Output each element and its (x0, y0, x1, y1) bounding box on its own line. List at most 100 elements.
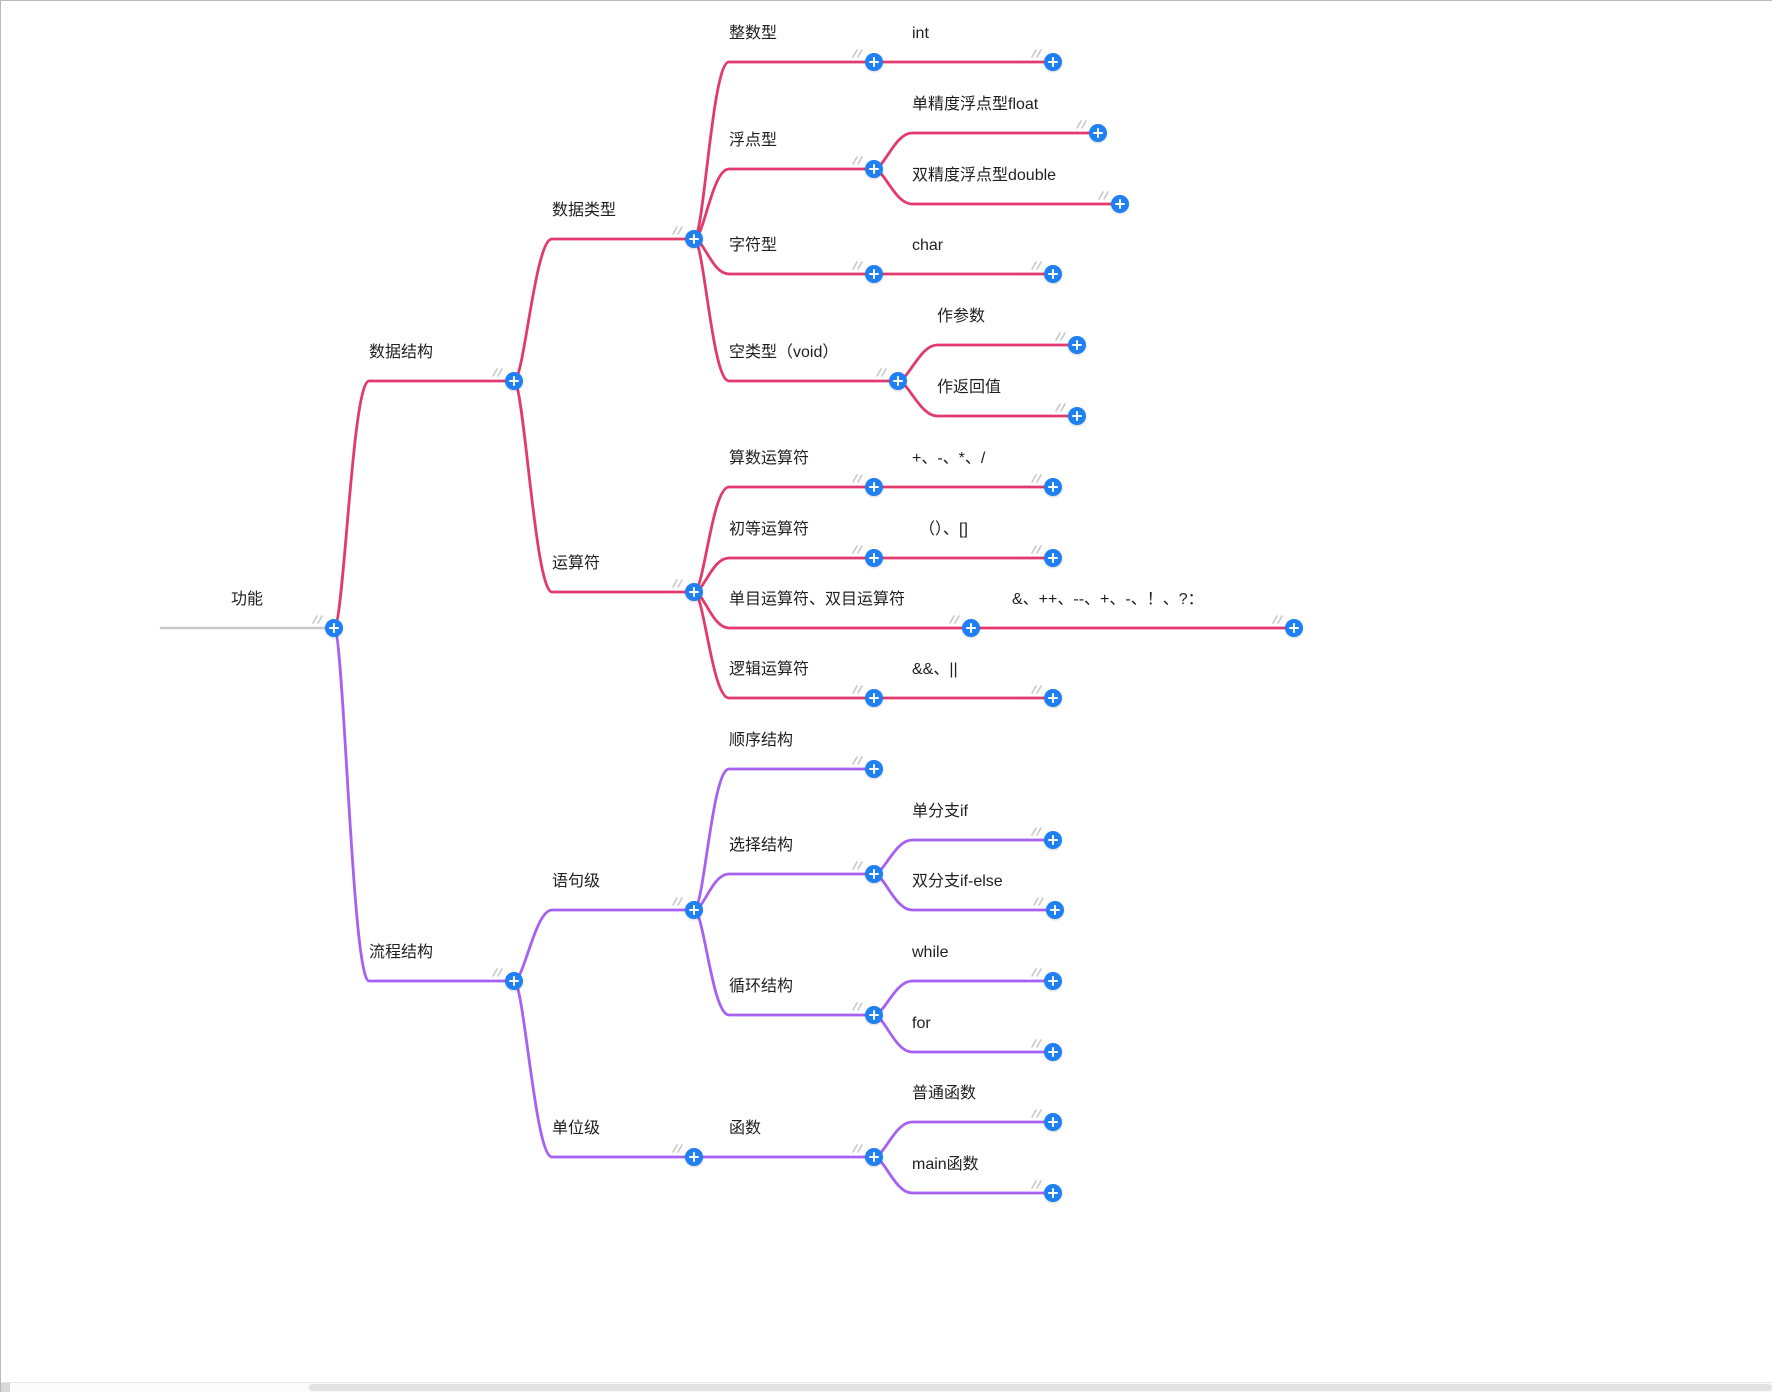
plus-icon (865, 478, 883, 496)
expand-button-statement-level[interactable] (685, 901, 703, 919)
node-label-if-else[interactable]: 双分支if-else (912, 873, 1003, 890)
expand-button-as-return-value[interactable] (1068, 407, 1086, 425)
expand-button-flow-structure[interactable] (505, 972, 523, 990)
node-label-unit-level[interactable]: 单位级 (552, 1120, 601, 1137)
plus-icon (1044, 265, 1062, 283)
branch-while (872, 979, 1055, 1017)
branch-flow-structure (332, 626, 516, 983)
expand-button-unary-binary-operators[interactable] (962, 619, 980, 637)
plus-icon (1111, 195, 1129, 213)
expand-button-single-if[interactable] (1044, 831, 1062, 849)
expand-button-primary-operators[interactable] (865, 549, 883, 567)
expand-button-char[interactable] (1044, 265, 1062, 283)
branch-float-single (872, 131, 1100, 171)
node-label-for[interactable]: for (912, 1015, 931, 1032)
node-label-float-type[interactable]: 浮点型 (729, 132, 778, 149)
branch-statement-level (512, 908, 696, 983)
node-label-primary-symbols[interactable]: （）、[] (919, 521, 968, 538)
node-label-statement-level[interactable]: 语句级 (552, 873, 601, 890)
plus-icon (1089, 124, 1107, 142)
expand-button-for[interactable] (1044, 1043, 1062, 1061)
node-label-operators[interactable]: 运算符 (552, 555, 601, 572)
expand-button-sequential-structure[interactable] (865, 760, 883, 778)
node-label-unary-binary-symbols[interactable]: &、++、--、+、-、！、?： (1012, 591, 1204, 608)
plus-icon (865, 760, 883, 778)
plus-icon (685, 1148, 703, 1166)
node-label-as-parameter[interactable]: 作参数 (937, 308, 986, 325)
plus-icon (685, 230, 703, 248)
node-label-data-types[interactable]: 数据类型 (552, 202, 617, 219)
node-label-data-structure[interactable]: 数据结构 (369, 344, 434, 361)
node-label-selection-structure[interactable]: 选择结构 (729, 837, 794, 854)
expand-button-unit-level[interactable] (685, 1148, 703, 1166)
scrollbar-corner (1, 1383, 10, 1392)
expand-button-function[interactable] (865, 1148, 883, 1166)
expand-button-float-double[interactable] (1111, 195, 1129, 213)
node-label-single-if[interactable]: 单分支if (912, 803, 969, 820)
expand-button-float-type[interactable] (865, 160, 883, 178)
expand-button-data-types[interactable] (685, 230, 703, 248)
node-label-logical-operators[interactable]: 逻辑运算符 (729, 661, 810, 678)
expand-button-while[interactable] (1044, 972, 1062, 990)
node-label-normal-function[interactable]: 普通函数 (912, 1085, 977, 1102)
node-label-flow-structure[interactable]: 流程结构 (369, 944, 434, 961)
plus-icon (865, 1148, 883, 1166)
expand-button-float-single[interactable] (1089, 124, 1107, 142)
branch-loop-structure (692, 908, 876, 1017)
node-label-float-single[interactable]: 单精度浮点型float (912, 96, 1039, 113)
node-label-as-return-value[interactable]: 作返回值 (937, 379, 1002, 396)
node-label-float-double[interactable]: 双精度浮点型double (912, 167, 1057, 184)
expand-button-data-structure[interactable] (505, 372, 523, 390)
expand-button-primary-symbols[interactable] (1044, 549, 1062, 567)
expand-button-integer-type[interactable] (865, 53, 883, 71)
horizontal-scrollbar[interactable] (1, 1382, 1772, 1392)
expand-button-operators[interactable] (685, 583, 703, 601)
expand-button-main-function[interactable] (1044, 1184, 1062, 1202)
node-label-while[interactable]: while (912, 944, 949, 961)
plus-icon (865, 689, 883, 707)
expand-button-logical-symbols[interactable] (1044, 689, 1062, 707)
plus-icon (865, 865, 883, 883)
expand-button-int[interactable] (1044, 53, 1062, 71)
node-label-root[interactable]: 功能 (231, 591, 264, 608)
plus-icon (505, 972, 523, 990)
node-label-integer-type[interactable]: 整数型 (729, 25, 778, 42)
plus-icon (865, 53, 883, 71)
node-label-unary-binary-operators[interactable]: 单目运算符、双目运算符 (729, 591, 906, 608)
expand-button-selection-structure[interactable] (865, 865, 883, 883)
expand-button-unary-binary-symbols[interactable] (1285, 619, 1303, 637)
node-label-arithmetic-operators[interactable]: 算数运算符 (729, 450, 810, 467)
node-label-main-function[interactable]: main函数 (912, 1156, 979, 1173)
node-label-void-type[interactable]: 空类型（void） (729, 344, 839, 361)
node-label-loop-structure[interactable]: 循环结构 (729, 978, 794, 995)
expand-button-normal-function[interactable] (1044, 1113, 1062, 1131)
node-label-arithmetic-symbols[interactable]: +、-、*、/ (912, 450, 986, 467)
node-label-char[interactable]: char (912, 237, 944, 254)
plus-icon (1044, 1043, 1062, 1061)
plus-icon (865, 265, 883, 283)
expand-button-root[interactable] (325, 619, 343, 637)
plus-icon (1044, 1184, 1062, 1202)
expand-button-as-parameter[interactable] (1068, 336, 1086, 354)
branch-as-parameter (896, 343, 1079, 383)
node-label-int[interactable]: int (912, 25, 929, 42)
node-label-sequential-structure[interactable]: 顺序结构 (729, 732, 794, 749)
expand-button-char-type[interactable] (865, 265, 883, 283)
branch-data-structure (332, 379, 516, 630)
expand-button-logical-operators[interactable] (865, 689, 883, 707)
node-label-function[interactable]: 函数 (729, 1120, 762, 1137)
expand-button-void-type[interactable] (889, 372, 907, 390)
branch-float-type (692, 167, 876, 241)
node-label-char-type[interactable]: 字符型 (729, 237, 778, 254)
node-label-logical-symbols[interactable]: &&、|| (912, 661, 958, 678)
expand-button-if-else[interactable] (1046, 901, 1064, 919)
node-label-primary-operators[interactable]: 初等运算符 (729, 521, 810, 538)
expand-button-loop-structure[interactable] (865, 1006, 883, 1024)
plus-icon (1044, 478, 1062, 496)
expand-button-arithmetic-operators[interactable] (865, 478, 883, 496)
plus-icon (1044, 1113, 1062, 1131)
horizontal-scrollbar-thumb[interactable] (309, 1384, 1772, 1391)
plus-icon (1044, 549, 1062, 567)
expand-button-arithmetic-symbols[interactable] (1044, 478, 1062, 496)
